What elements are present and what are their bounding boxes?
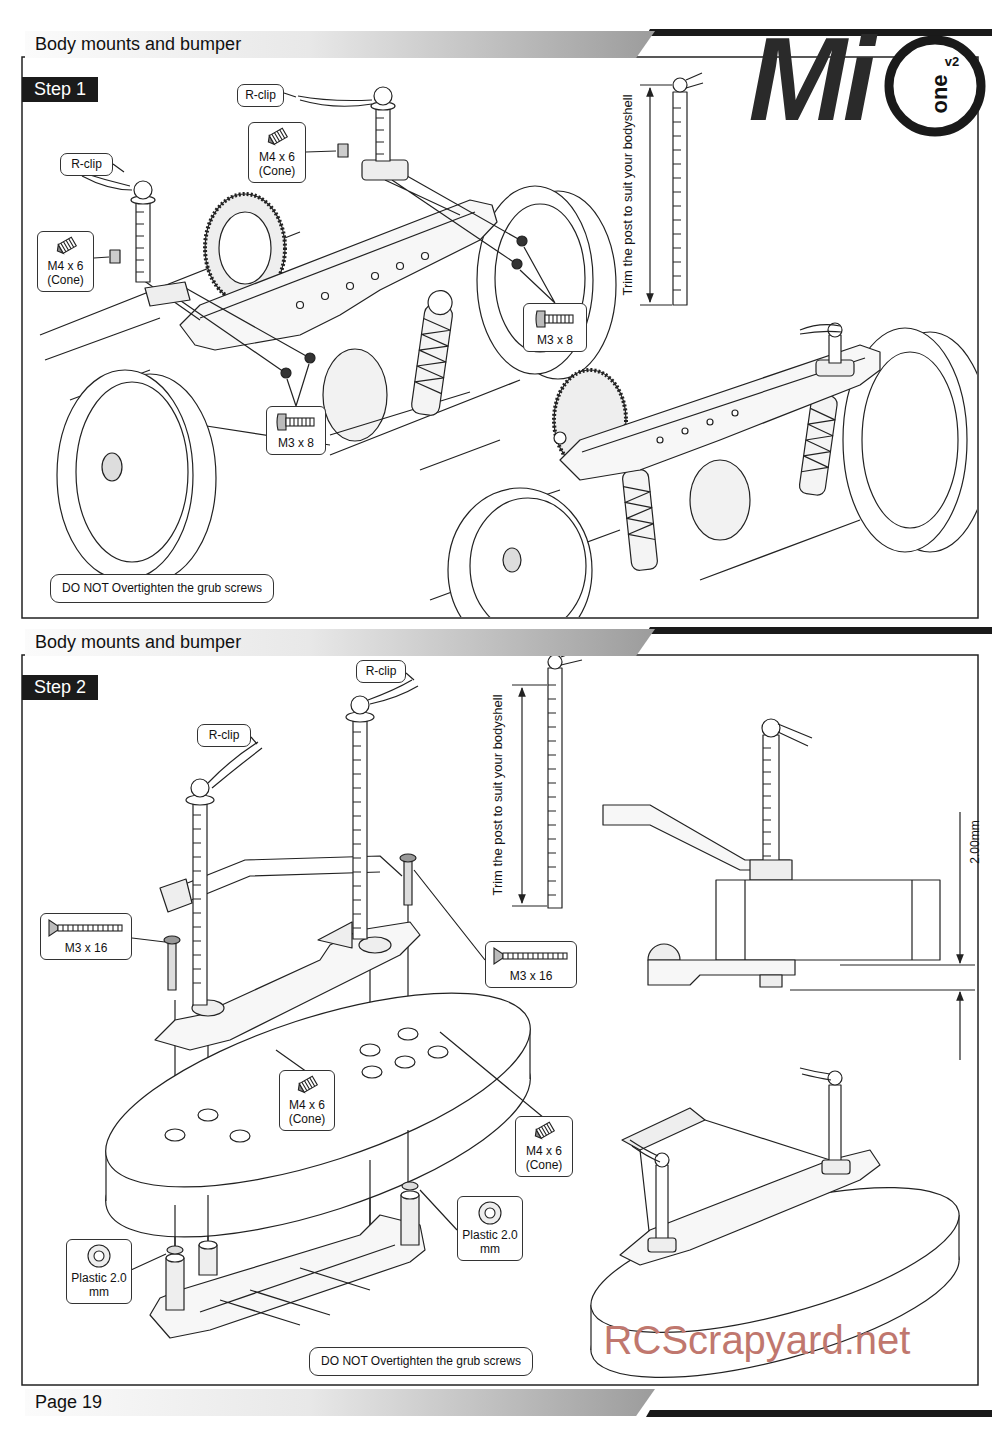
callout-text: M4 x 6 (Cone) xyxy=(253,150,301,178)
screw-callout: M4 x 6 (Cone) xyxy=(279,1070,335,1131)
instruction-note: Trim the post to suit your bodyshell xyxy=(621,94,635,295)
screw-callout: M3 x 16 xyxy=(40,913,132,960)
callout-text: M3 x 16 xyxy=(45,941,127,955)
part-icon xyxy=(53,235,79,257)
part-callout: R-clip xyxy=(356,660,406,683)
callout-text: Body mounts and bumper xyxy=(35,629,655,656)
part-icon xyxy=(491,945,571,967)
callout-text: R-clip xyxy=(67,157,106,172)
page-footer: Page 19 xyxy=(25,1389,655,1416)
brand-logo: v2 xyxy=(945,55,959,69)
screw-callout: M4 x 6 (Cone) xyxy=(37,231,94,292)
scale-ticks xyxy=(353,732,361,928)
instruction-note: Trim the post to suit your bodyshell xyxy=(491,694,505,895)
warning-note: DO NOT Overtighten the grub screws xyxy=(50,574,274,603)
callout-text: M4 x 6 (Cone) xyxy=(42,259,89,287)
part-icon xyxy=(46,917,126,939)
screw-callout: M4 x 6 (Cone) xyxy=(248,122,306,183)
part-icon xyxy=(531,1120,557,1142)
part-icon xyxy=(477,1200,503,1226)
screw-callout: M3 x 8 xyxy=(523,303,587,352)
callout-text: Plastic 2.0 mm xyxy=(462,1228,518,1256)
step-badge: Step 1 xyxy=(22,77,98,102)
part-callout: R-clip xyxy=(237,84,284,107)
scale-ticks xyxy=(193,815,201,983)
section-header: Body mounts and bumper xyxy=(25,31,655,58)
scale-ticks xyxy=(376,118,384,154)
brand-logo: Mi xyxy=(748,15,871,145)
screw-callout: M3 x 8 xyxy=(266,406,326,455)
scale-ticks xyxy=(763,748,771,856)
brand-logo: one xyxy=(928,74,952,113)
section-header: Body mounts and bumper xyxy=(25,629,655,656)
dimension-label: 2.00mm xyxy=(969,820,982,863)
callout-text: M3 x 8 xyxy=(528,333,582,347)
scale-ticks xyxy=(673,108,681,290)
callout-text: Body mounts and bumper xyxy=(35,31,655,58)
callout-text: Step 2 xyxy=(22,675,98,700)
callout-text: M4 x 6 (Cone) xyxy=(284,1098,330,1126)
part-callout: R-clip xyxy=(60,153,113,176)
part-icon xyxy=(275,410,317,434)
callout-text: R-clip xyxy=(363,664,399,679)
part-callout: R-clip xyxy=(197,724,251,747)
callout-text: M3 x 8 xyxy=(271,436,321,450)
washer-callout: Plastic 2.0 mm xyxy=(457,1196,523,1261)
watermark: RCScrapyard.net xyxy=(604,1318,911,1362)
callout-text: R-clip xyxy=(204,728,244,743)
part-icon xyxy=(264,126,290,148)
part-icon xyxy=(294,1074,320,1096)
callout-text: DO NOT Overtighten the grub screws xyxy=(319,1354,523,1369)
part-icon xyxy=(534,307,576,331)
callout-text: M3 x 16 xyxy=(490,969,572,983)
callout-text: Plastic 2.0 mm xyxy=(71,1271,127,1299)
scale-ticks xyxy=(548,685,556,895)
callout-text: M4 x 6 (Cone) xyxy=(520,1144,568,1172)
callout-text: DO NOT Overtighten the grub screws xyxy=(60,581,264,596)
warning-note: DO NOT Overtighten the grub screws xyxy=(309,1347,533,1376)
callout-text: Step 1 xyxy=(22,77,98,102)
scale-ticks xyxy=(136,212,144,272)
part-icon xyxy=(86,1243,112,1269)
step-badge: Step 2 xyxy=(22,675,98,700)
washer-callout: Plastic 2.0 mm xyxy=(66,1239,132,1304)
screw-callout: M4 x 6 (Cone) xyxy=(515,1116,573,1177)
callout-text: Page 19 xyxy=(35,1389,655,1416)
callout-text: R-clip xyxy=(244,88,277,103)
screw-callout: M3 x 16 xyxy=(485,941,577,988)
